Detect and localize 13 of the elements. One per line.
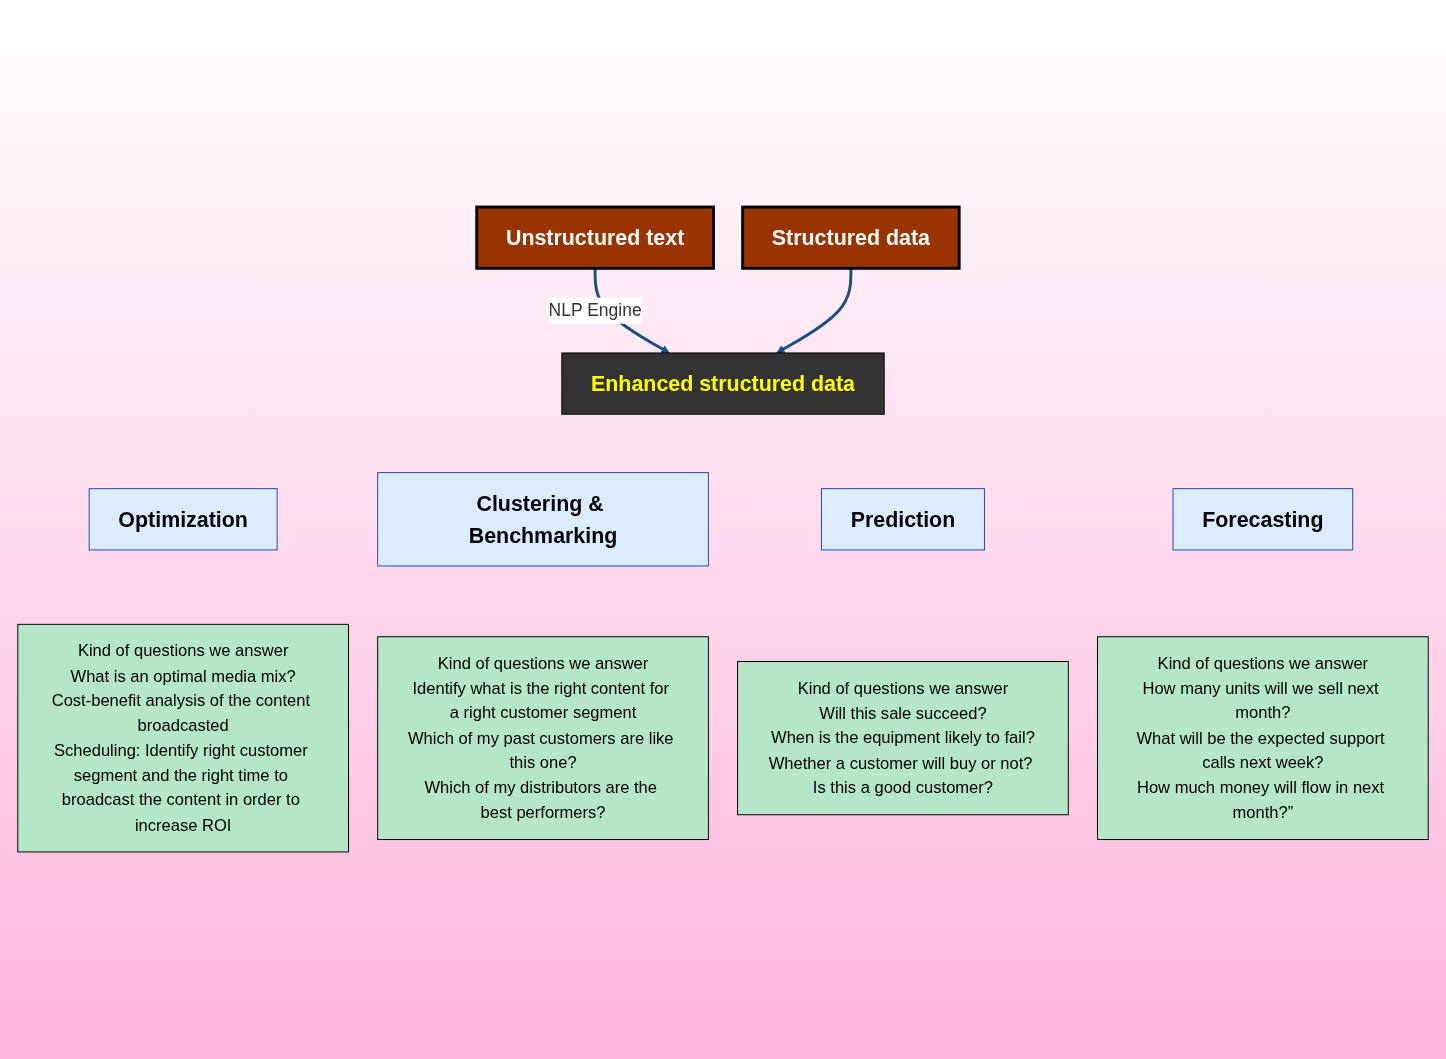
node-box: Prediction — [820, 488, 985, 551]
node-box: Kind of questions we answer Will this sale succeed? When is the equipment likely to fail? Whether a customer will buy or not? Is this a good customer? — [737, 661, 1069, 816]
edge-label: NLP Engine — [548, 300, 642, 320]
node-box: Kind of questions we answer Identify what is the right content for a right customer segment Which of my past customers are like this one? Which of my distributors are the best performers? — [377, 636, 709, 841]
node-box: Optimization — [88, 488, 278, 551]
node-box: Clustering & Benchmarking — [377, 472, 709, 567]
node-box: Kind of questions we answer What is an optimal media mix? Cost-benefit analysis of the content broadcasted Scheduling: Identify right customer segment and the right time to broadcast the content in order to increase ROI — [17, 623, 349, 853]
node-box: Kind of questions we answer How many units will we sell next month? What will be the expected support calls next week? How much money will flow in next month?” — [1097, 636, 1429, 841]
node-box: Unstructured text — [475, 205, 715, 270]
arrow — [776, 268, 853, 354]
node-box: Enhanced structured data — [561, 352, 885, 415]
node-box: Structured data — [741, 205, 961, 270]
node-box: Forecasting — [1172, 488, 1354, 551]
